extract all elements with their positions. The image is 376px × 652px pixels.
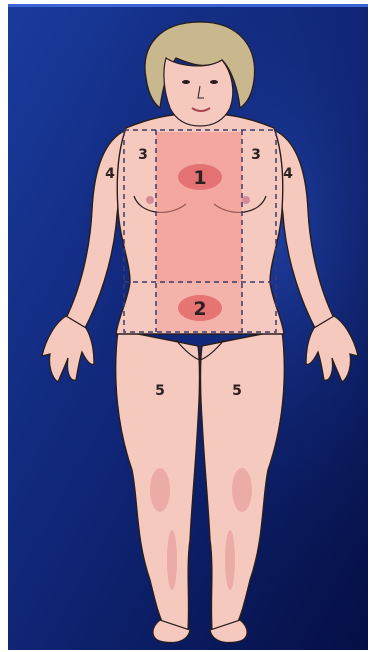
label-zone-5-right: 5 [232,383,242,399]
label-zone-5-left: 5 [155,383,165,399]
top-highlight [8,4,368,7]
label-zone-1: 1 [193,167,206,189]
label-zone-3-right: 3 [251,147,261,163]
label-zone-2: 2 [193,298,206,320]
label-zone-4-left: 4 [105,166,115,182]
label-zone-4-right: 4 [283,166,293,182]
label-zone-3-left: 3 [138,147,148,163]
zone-1-area [156,132,242,282]
